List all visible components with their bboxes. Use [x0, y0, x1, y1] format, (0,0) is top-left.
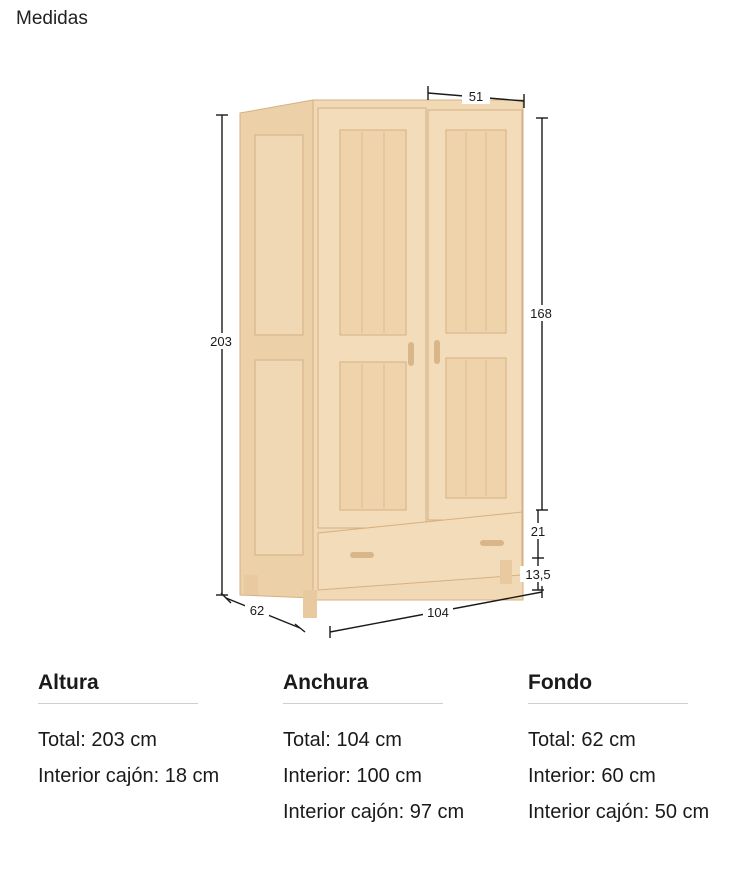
spec-line: Interior cajón: 97 cm — [283, 801, 465, 823]
divider — [283, 703, 443, 704]
spec-line: Interior cajón: 18 cm — [38, 765, 220, 787]
divider — [38, 703, 198, 704]
divider — [528, 703, 688, 704]
spec-line: Total: 104 cm — [283, 729, 402, 751]
wardrobe-illustration — [239, 99, 524, 618]
column-depth: Fondo Total: 62 cm Interior: 60 cm Inter… — [528, 668, 728, 830]
spec-line: Interior: 100 cm — [283, 765, 422, 787]
dim-height-drawer: 21 — [531, 524, 545, 539]
dim-width-top: 51 — [469, 89, 483, 104]
spec-line: Total: 203 cm — [38, 729, 157, 751]
column-heading: Fondo — [528, 671, 593, 694]
dim-height-door: 168 — [530, 306, 552, 321]
page-title: Medidas — [16, 8, 88, 29]
column-width: Anchura Total: 104 cm Interior: 100 cm I… — [283, 668, 483, 830]
spec-line: Interior: 60 cm — [528, 765, 656, 787]
spec-line: Total: 62 cm — [528, 729, 636, 751]
dim-height-leg: 13,5 — [525, 567, 550, 582]
dim-depth: 62 — [250, 603, 264, 618]
column-heading: Anchura — [283, 671, 369, 694]
spec-line: Interior cajón: 50 cm — [528, 801, 710, 823]
wardrobe-dimension-diagram: 51 203 168 21 13,5 62 104 — [210, 86, 552, 638]
column-heading: Altura — [38, 671, 99, 694]
dim-width-bottom: 104 — [427, 605, 449, 620]
dim-height-total: 203 — [210, 334, 232, 349]
column-height: Altura Total: 203 cm Interior cajón: 18 … — [38, 668, 238, 794]
